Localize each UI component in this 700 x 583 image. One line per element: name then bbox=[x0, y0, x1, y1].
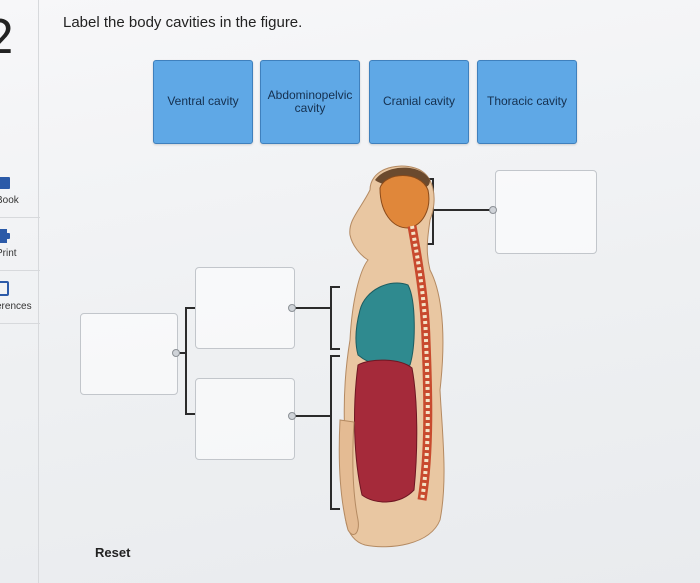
sidebar-item-references[interactable]: erences bbox=[0, 271, 40, 324]
ventral-bracket-bottom bbox=[185, 413, 195, 415]
sidebar-item-label: erences bbox=[0, 301, 32, 312]
sidebar-item-label: Print bbox=[0, 248, 17, 259]
label-chip-cranial-cavity[interactable]: Cranial cavity bbox=[369, 60, 469, 144]
drop-target-abdominopelvic[interactable] bbox=[195, 378, 295, 460]
abdominopelvic-leader-line bbox=[293, 415, 330, 417]
references-icon bbox=[0, 281, 12, 297]
connector-dot bbox=[288, 304, 296, 312]
sidebar-item-book[interactable]: Book bbox=[0, 165, 40, 218]
sidebar: Book Print erences bbox=[0, 165, 40, 324]
label-chip-abdominopelvic-cavity[interactable]: Abdominopelvic cavity bbox=[260, 60, 360, 144]
question-prompt: Label the body cavities in the figure. bbox=[63, 14, 302, 31]
connector-dot bbox=[172, 349, 180, 357]
sidebar-item-label: Book bbox=[0, 195, 19, 206]
label-chip-thoracic-cavity[interactable]: Thoracic cavity bbox=[477, 60, 577, 144]
connector-dot bbox=[489, 206, 497, 214]
ventral-bracket bbox=[185, 307, 187, 415]
connector-dot bbox=[288, 412, 296, 420]
book-icon bbox=[0, 175, 12, 191]
thoracic-leader-line bbox=[293, 307, 330, 309]
drop-target-cranial[interactable] bbox=[495, 170, 597, 254]
ventral-bracket-top bbox=[185, 307, 195, 309]
label-chip-ventral-cavity[interactable]: Ventral cavity bbox=[153, 60, 253, 144]
reset-button[interactable]: Reset bbox=[95, 545, 130, 560]
print-icon bbox=[0, 228, 12, 244]
drop-target-ventral[interactable] bbox=[80, 313, 178, 395]
body-cavities-figure bbox=[330, 160, 460, 560]
drop-target-thoracic[interactable] bbox=[195, 267, 295, 349]
sidebar-item-print[interactable]: Print bbox=[0, 218, 40, 271]
abdominopelvic-cavity-region bbox=[355, 360, 417, 502]
question-number: 2 bbox=[0, 14, 15, 60]
